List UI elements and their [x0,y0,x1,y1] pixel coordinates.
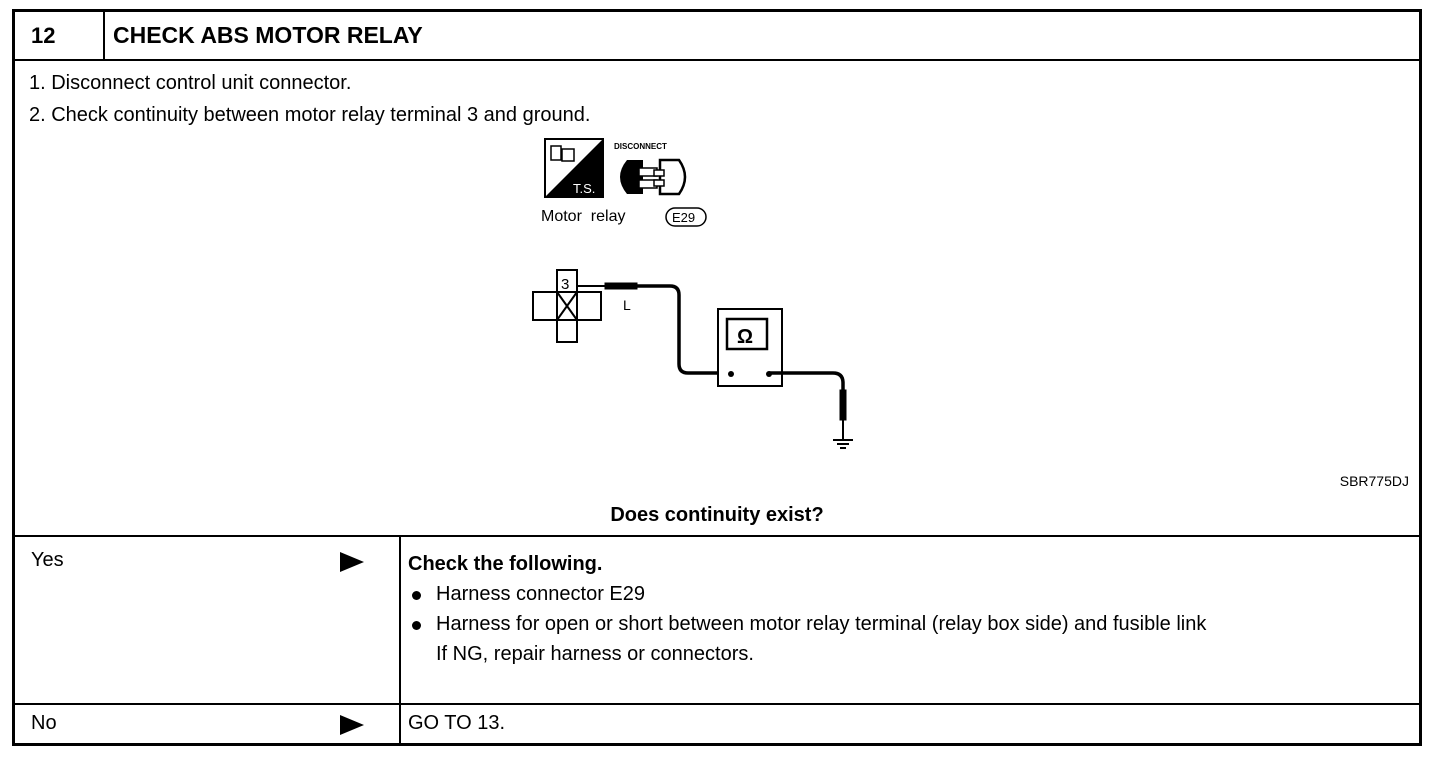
instruction-list: 1. Disconnect control unit connector. 2.… [29,67,590,131]
yes-label: Yes [31,549,64,571]
probe-wire [577,282,725,375]
no-action: GO TO 13. [408,712,506,734]
column-divider [399,537,401,743]
ts-label: T.S. [573,181,595,196]
result-row-no: No GO TO 13. [15,703,1419,745]
no-label: No [31,712,57,734]
relay-connector-face [532,269,602,343]
figure-code: SBR775DJ [1340,473,1409,489]
connector-caption: Motor relay [541,208,625,225]
connector-id: E29 [672,210,695,225]
yes-bullet: Harness connector E29 [408,579,1398,609]
step-number: 12 [15,12,105,59]
question-text: Does continuity exist? [610,504,824,526]
yes-bullet: Harness for open or short between motor … [408,609,1398,639]
instruction-step: 1. Disconnect control unit connector. [29,72,352,94]
ground-lead [769,371,847,440]
disconnect-label: DISCONNECT [614,142,667,151]
divider [15,535,1419,537]
result-row-yes: Yes Check the following. Harness connect… [15,537,1419,701]
yes-action: Check the following. Harness connector E… [408,549,1398,669]
instruction-step: 2. Check continuity between motor relay … [29,104,591,126]
wire-color-label: L [623,297,631,313]
table-header: 12 CHECK ABS MOTOR RELAY [15,12,1419,61]
yes-note: If NG, repair harness or connectors. [436,643,754,665]
meter-symbol: Ω [737,326,753,348]
ts-icon: T.S. [544,138,604,198]
wiring-diagram: T.S. DISCONNECT Motor relay E29 3 [532,138,1409,489]
yes-heading: Check the following. [408,553,603,575]
step-title: CHECK ABS MOTOR RELAY [113,22,423,48]
terminal-number: 3 [561,276,569,293]
right-arrow-icon [340,715,364,735]
right-arrow-icon [340,552,364,572]
disconnect-connector-icon: DISCONNECT [614,142,687,196]
ground-icon [833,439,853,449]
procedure-table: 12 CHECK ABS MOTOR RELAY 1. Disconnect c… [12,9,1422,746]
